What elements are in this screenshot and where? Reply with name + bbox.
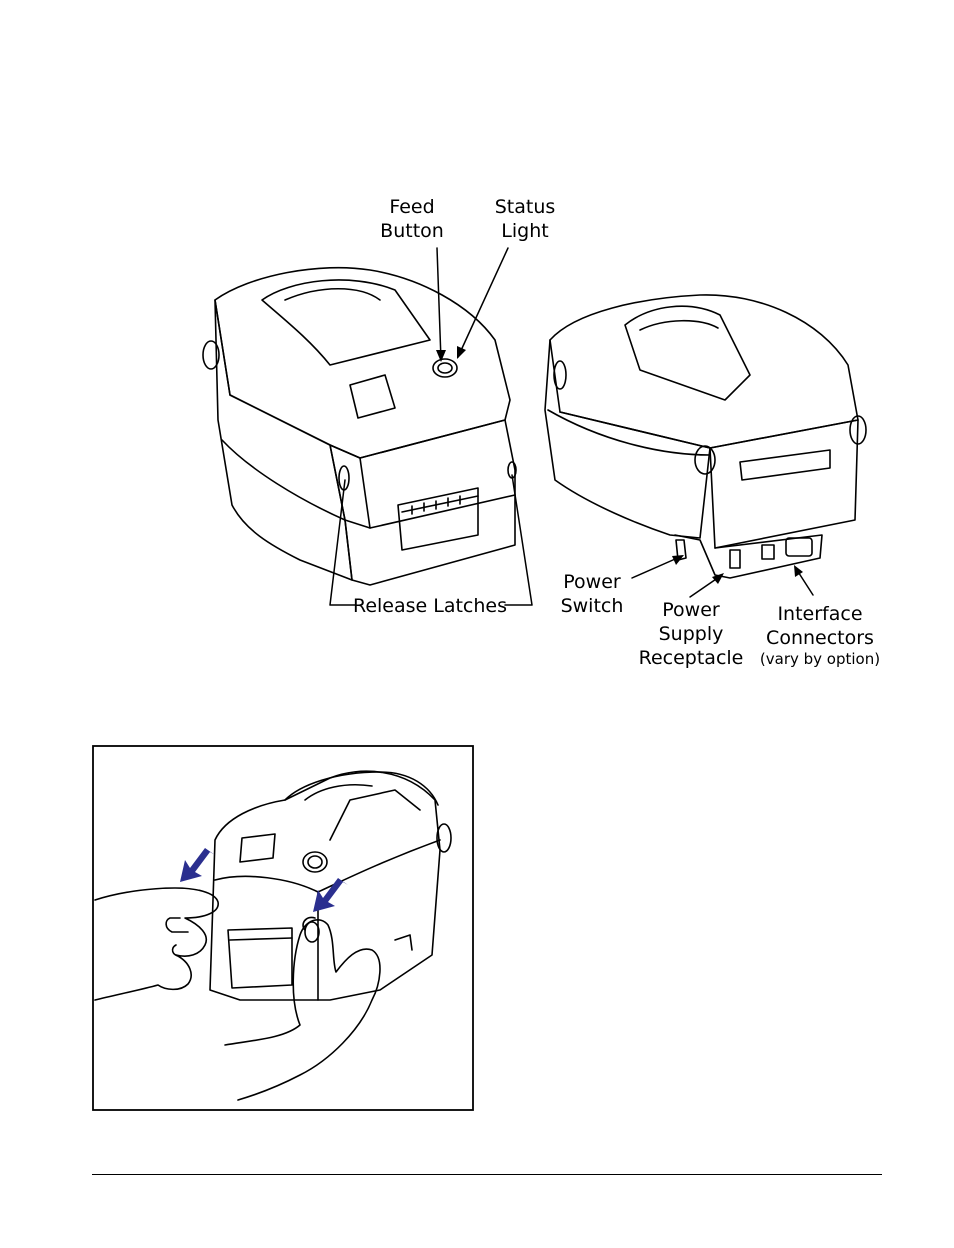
footer-rule [92, 1174, 882, 1175]
